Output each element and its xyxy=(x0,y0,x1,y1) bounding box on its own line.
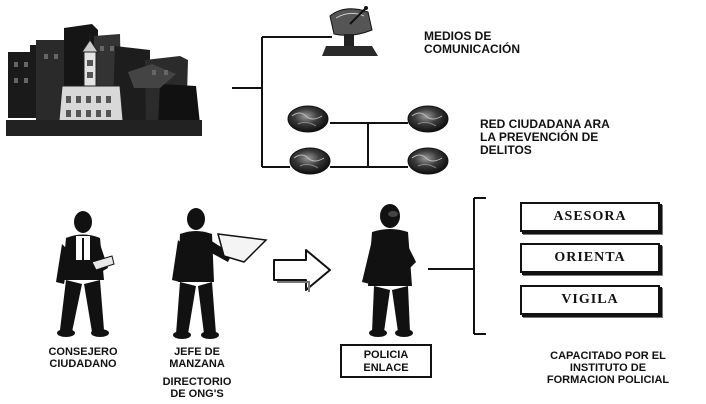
capacitado-label: CAPACITADO POR EL INSTITUTO DE FORMACION… xyxy=(520,350,696,387)
consejero-label-line1: CONSEJERO xyxy=(48,346,118,358)
policia-label-line2: ENLACE xyxy=(363,361,409,374)
person-icon xyxy=(362,204,416,337)
red-label-line3: DELITOS xyxy=(480,142,532,157)
consejero-label: CONSEJERO CIUDADANO xyxy=(28,346,138,371)
capacitado-label-line1: CAPACITADO POR EL xyxy=(550,350,666,362)
connector-lines-bottom xyxy=(428,197,486,335)
directorio-label-line2: DE ONG'S xyxy=(170,387,224,400)
medios-label-line2: COMUNICACIÓN xyxy=(424,41,520,56)
policia-enlace-box: POLICIA ENLACE xyxy=(340,344,432,378)
medios-label: MEDIOS DE COMUNICACIÓN xyxy=(424,30,520,56)
globe-icon xyxy=(289,147,331,175)
satellite-dish-icon xyxy=(322,6,378,56)
directorio-label: DIRECTORIO DE ONG'S xyxy=(152,376,242,401)
red-ciudadana-label: RED CIUDADANA ARA LA PREVENCIÓN DE DELIT… xyxy=(480,118,610,157)
jefe-label-line1: JEFE DE xyxy=(174,346,220,358)
connector-lines-top xyxy=(232,36,408,168)
red-label-line1: RED CIUDADANA ARA xyxy=(480,117,610,131)
medios-label-line1: MEDIOS DE xyxy=(424,29,492,43)
person-icon xyxy=(172,208,268,339)
function-box-vigila: VIGILA xyxy=(520,285,660,315)
capacitado-label-line2: INSTITUTO DE xyxy=(569,361,647,374)
arrow-right-icon xyxy=(273,249,331,292)
person-icon xyxy=(56,211,115,337)
directorio-label-line1: DIRECTORIO xyxy=(162,376,232,388)
globe-icon xyxy=(407,105,449,133)
red-label-line2: LA PREVENCIÓN DE xyxy=(480,129,599,144)
consejero-label-line2: CIUDADANO xyxy=(49,357,117,370)
globe-icon xyxy=(407,147,449,175)
city-building-icon xyxy=(6,24,202,136)
capacitado-label-line3: FORMACION POLICIAL xyxy=(546,373,670,386)
policia-label-line1: POLICIA xyxy=(363,349,409,361)
jefe-label-line2: MANZANA xyxy=(169,357,225,370)
function-box-asesora: ASESORA xyxy=(520,202,660,232)
globe-icon xyxy=(287,105,329,133)
function-box-orienta: ORIENTA xyxy=(520,243,660,273)
jefe-label: JEFE DE MANZANA xyxy=(152,346,242,371)
